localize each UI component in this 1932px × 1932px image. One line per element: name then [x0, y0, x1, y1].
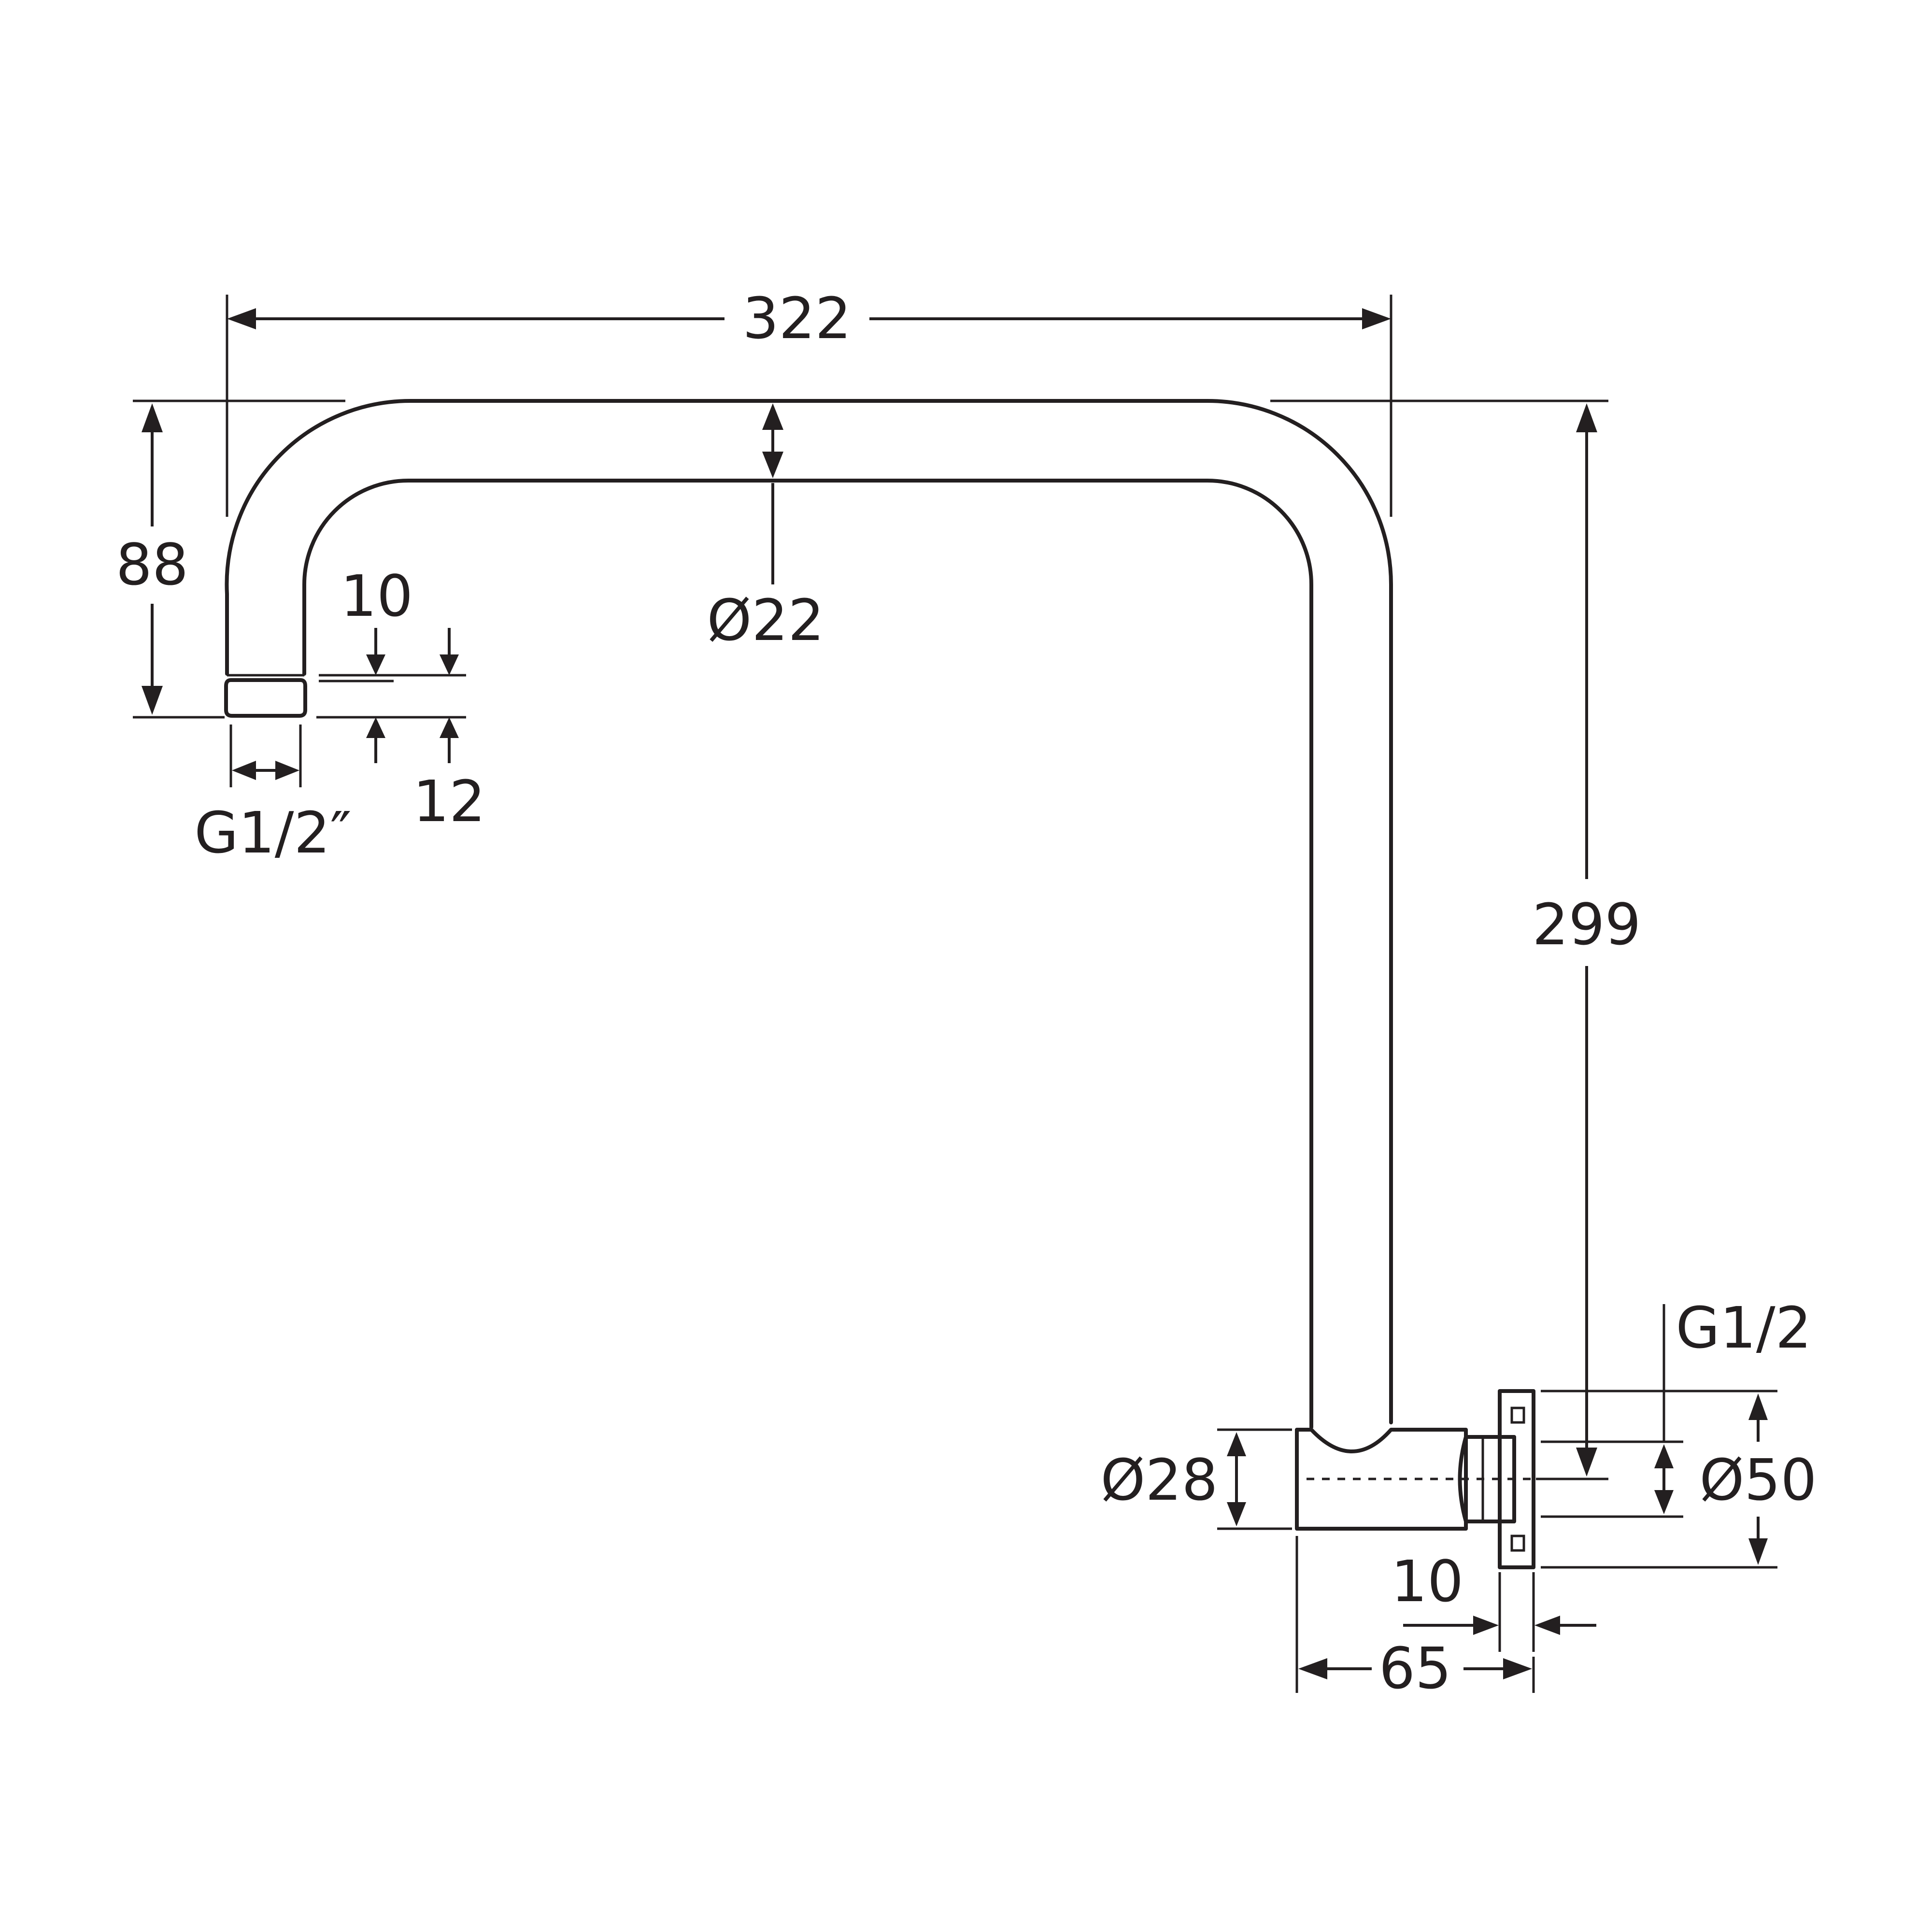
outlet-nut: [224, 678, 307, 718]
dimension-outlet-nut: 10 12: [316, 563, 485, 835]
dimension-flange-thickness: 10: [1391, 1548, 1596, 1652]
dimension-pipe-diameter: Ø22: [707, 403, 824, 653]
dimension-outlet-thread: G1/2″: [194, 724, 352, 866]
dimension-base-depth: 65: [1295, 1536, 1535, 1702]
label-nut-12: 12: [413, 768, 485, 835]
shower-arm-outline: [224, 398, 1536, 1569]
label-left-height: 88: [116, 531, 188, 598]
label-body-diameter: Ø28: [1100, 1447, 1218, 1513]
flange-notch-bottom: [1510, 1534, 1525, 1552]
pipe-outer-contour: [225, 398, 1393, 1424]
wall-base-block: [1295, 1428, 1468, 1531]
label-outlet-thread: G1/2″: [194, 799, 351, 866]
pipe-inner-contour: [302, 479, 1313, 1429]
label-flange-thickness: 10: [1391, 1548, 1463, 1615]
label-inlet-thread: G1/2: [1676, 1294, 1811, 1361]
wall-flange: [1498, 1389, 1535, 1569]
label-overall-width: 322: [742, 285, 851, 352]
label-pipe-diameter: Ø22: [707, 587, 824, 653]
inlet-coupling: [1458, 1435, 1502, 1523]
dimension-body-diameter: Ø28: [1100, 1428, 1292, 1530]
dimension-total-height: 299: [1270, 399, 1641, 1480]
dimension-lines: 322 88 Ø22: [116, 285, 1817, 1702]
dimension-inlet-thread: G1/2: [1541, 1294, 1812, 1518]
label-total-height: 299: [1532, 891, 1641, 958]
label-flange-diameter: Ø50: [1699, 1447, 1817, 1513]
label-nut-10: 10: [341, 563, 413, 629]
label-base-depth: 65: [1379, 1635, 1451, 1702]
dimension-flange-diameter: Ø50: [1541, 1390, 1817, 1569]
flange-notch-top: [1510, 1406, 1525, 1424]
dimension-overall-width: 322: [226, 285, 1392, 517]
dimension-left-height: 88: [116, 399, 345, 719]
